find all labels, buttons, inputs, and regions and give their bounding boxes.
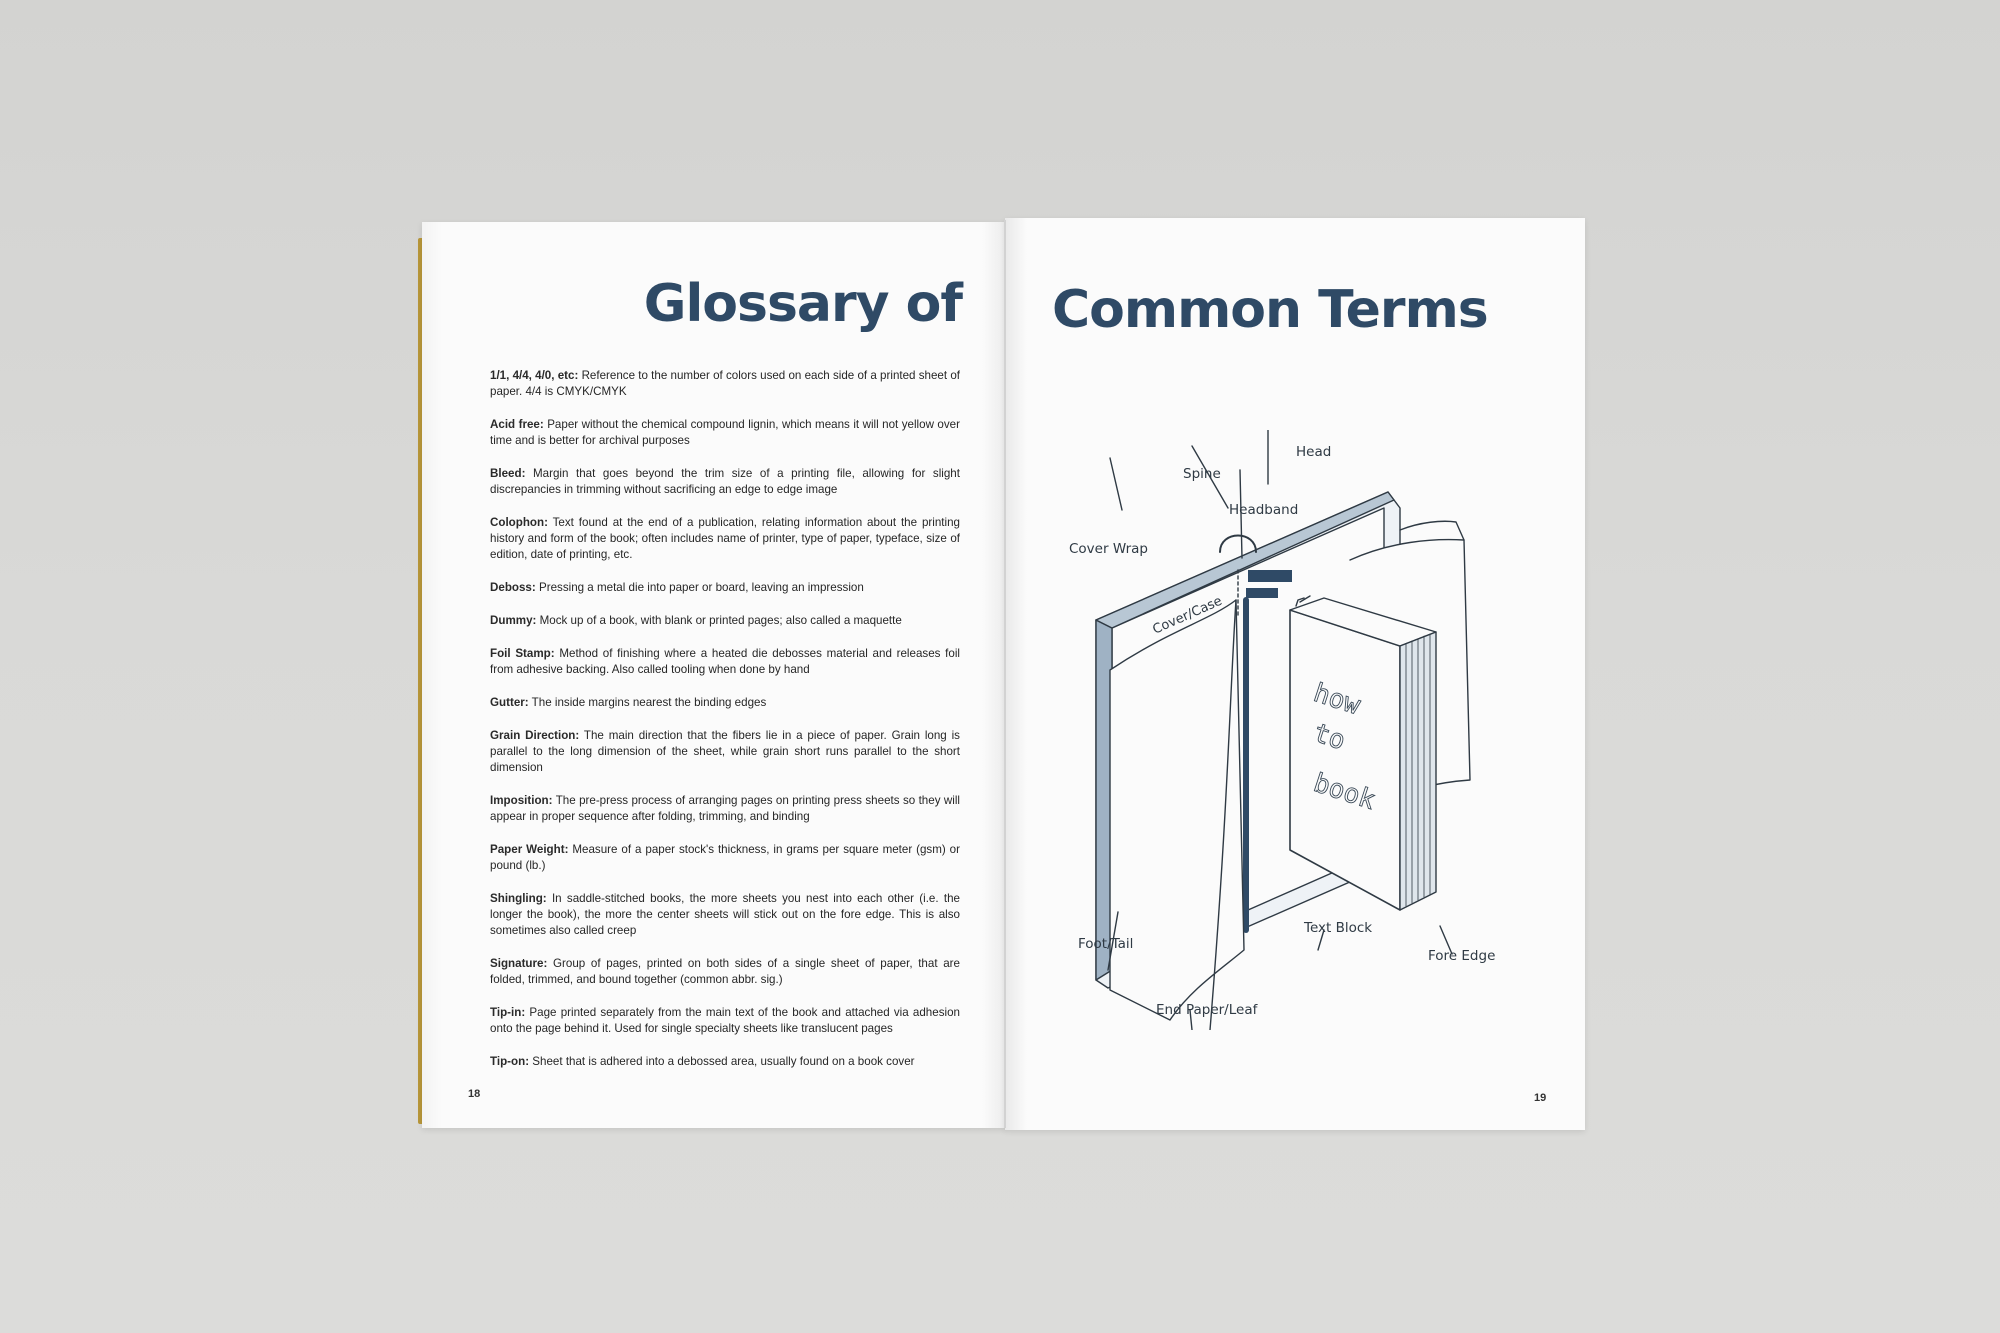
glossary-definition: Sheet that is adhered into a debossed ar… (532, 1055, 915, 1068)
glossary-entry: Acid free: Paper without the chemical co… (490, 417, 960, 449)
glossary-entry: Paper Weight: Measure of a paper stock's… (490, 842, 960, 874)
endpaper-leaf (1109, 599, 1245, 1021)
glossary-term: Colophon: (490, 516, 548, 529)
headband (1248, 570, 1292, 582)
glossary-definition: Measure of a paper stock's thickness, in… (490, 843, 960, 872)
glossary-term: Grain Direction: (490, 729, 580, 742)
label-cover-wrap: Cover Wrap (1069, 541, 1148, 557)
glossary-term: Foil Stamp: (490, 647, 555, 660)
glossary-entry: Imposition: The pre-press process of arr… (490, 793, 960, 825)
glossary-entry: Signature: Group of pages, printed on bo… (490, 956, 960, 988)
book-anatomy-diagram: Cover/Case how to book (1095, 430, 1471, 1030)
glossary-entry: 1/1, 4/4, 4/0, etc: Reference to the num… (490, 368, 960, 400)
glossary-definition: Text found at the end of a publication, … (490, 516, 960, 561)
glossary-entry: Tip-in: Page printed separately from the… (490, 1005, 960, 1037)
glossary-term: Acid free: (490, 418, 544, 431)
label-foot-tail: Foot/Tail (1078, 936, 1134, 952)
glossary-definition: Paper without the chemical compound lign… (490, 418, 960, 447)
glossary-term: Bleed: (490, 467, 526, 480)
glossary-definition: Page printed separately from the main te… (490, 1006, 960, 1035)
glossary-term: Dummy: (490, 614, 537, 627)
glossary-term: Imposition: (490, 794, 553, 807)
glossary-term: Shingling: (490, 892, 547, 905)
glossary-term: Signature: (490, 957, 548, 970)
label-fore-edge: Fore Edge (1428, 948, 1496, 964)
glossary-term: Tip-in: (490, 1006, 526, 1019)
gutter-line (1004, 220, 1006, 1128)
glossary-entry: Deboss: Pressing a metal die into paper … (490, 580, 960, 596)
glossary-definition: Method of finishing where a heated die d… (490, 647, 960, 676)
glossary-definition: The main direction that the fibers lie i… (490, 729, 960, 774)
glossary-entry: Foil Stamp: Method of finishing where a … (490, 646, 960, 678)
glossary-entry: Gutter: The inside margins nearest the b… (490, 695, 960, 711)
label-headband: Headband (1229, 502, 1299, 518)
left-page (422, 222, 1006, 1128)
page-number-left: 18 (468, 1088, 481, 1100)
glossary-definition: Group of pages, printed on both sides of… (490, 957, 960, 986)
right-page-title: Common Terms (1052, 280, 1489, 340)
label-spine: Spine (1183, 466, 1221, 482)
glossary-definition: The pre-press process of arranging pages… (490, 794, 961, 823)
glossary-term: Gutter: (490, 696, 529, 709)
glossary-definition: Margin that goes beyond the trim size of… (490, 467, 960, 496)
glossary-entry: Grain Direction: The main direction that… (490, 728, 960, 776)
spine (1219, 534, 1257, 553)
glossary-term: Tip-on: (490, 1055, 530, 1068)
left-page-title: Glossary of (643, 274, 963, 334)
glossary-definition: The inside margins nearest the binding e… (531, 696, 767, 709)
glossary-definition: Pressing a metal die into paper or board… (538, 581, 864, 594)
glossary-entry: Colophon: Text found at the end of a pub… (490, 515, 960, 563)
glossary-definition: In saddle-stitched books, the more sheet… (490, 892, 960, 937)
glossary-term: 1/1, 4/4, 4/0, etc: (490, 369, 579, 382)
label-end-paper: End Paper/Leaf (1156, 1002, 1258, 1018)
glossary-list: 1/1, 4/4, 4/0, etc: Reference to the num… (490, 368, 960, 1087)
glossary-entry: Tip-on: Sheet that is adhered into a deb… (490, 1054, 960, 1070)
glossary-entry: Dummy: Mock up of a book, with blank or … (490, 613, 960, 629)
glossary-definition: Mock up of a book, with blank or printed… (539, 614, 902, 627)
glossary-term: Paper Weight: (490, 843, 569, 856)
label-text-block: Text Block (1304, 920, 1373, 936)
label-head: Head (1296, 444, 1332, 460)
glossary-entry: Shingling: In saddle-stitched books, the… (490, 891, 960, 939)
page-number-right: 19 (1534, 1092, 1547, 1104)
glossary-definition: Reference to the number of colors used o… (490, 369, 960, 398)
glossary-term: Deboss: (490, 581, 536, 594)
glossary-entry: Bleed: Margin that goes beyond the trim … (490, 466, 960, 498)
